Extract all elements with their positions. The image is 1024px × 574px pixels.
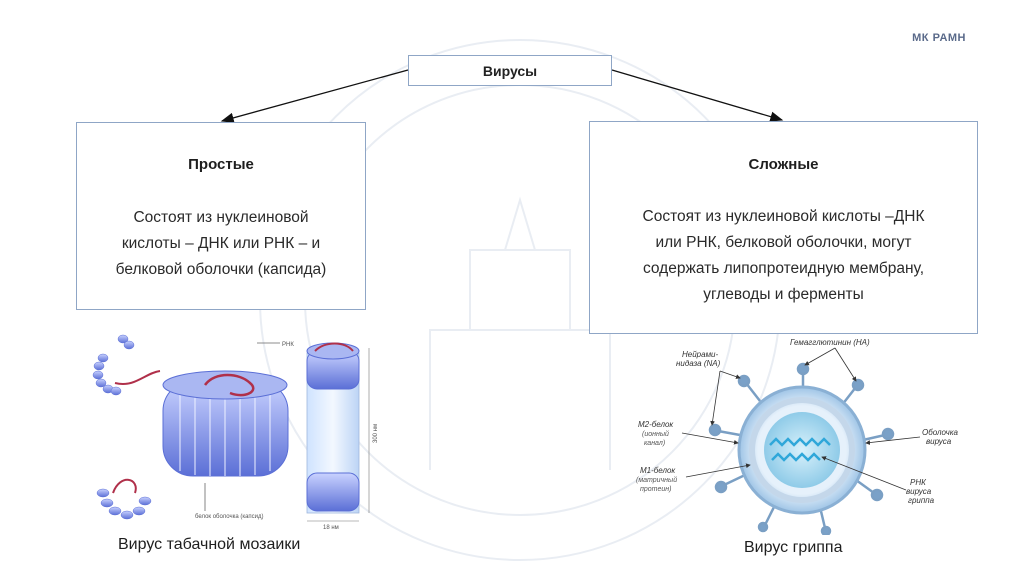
tmv-caption: Вирус табачной мозаики [118,536,301,553]
simple-line-2: кислоты – ДНК или РНК – и [121,235,321,252]
flu-label-m1-1: М1-белок [640,466,676,475]
flu-label-rna-2: вируса [906,487,932,496]
influenza-virus-illustration: Гемагглютинин (HA) Нейрами- нидаза (NA) … [636,338,959,535]
flu-matrix-layer [749,397,855,503]
flu-label-rna-1: РНК [910,478,927,487]
tmv-label-rna: РНК [282,342,294,348]
tmv-rna-strand-1 [114,370,161,385]
complex-line-4: углеводы и ферменты [703,286,864,303]
flu-label-na-1: Нейрами- [682,350,719,359]
flu-label-m1-2: (матричный [636,476,677,484]
root-title: Вирусы [482,62,538,79]
flu-label-na-2: нидаза (NA) [676,359,721,368]
flu-label-m2-2: (ионный [642,430,669,438]
flu-core [764,412,840,488]
tmv-rna-strand-2 [203,373,255,397]
root-node-viruses: Вирусы [408,55,612,86]
flu-label-envelope-1: Оболочка [922,428,959,437]
simple-line-3: белковой оболочки (капсида) [115,261,327,278]
flu-label-m1-3: протеин) [640,486,671,493]
flu-label-envelope-2: вируса [926,437,952,446]
tmv-small-helix [92,334,135,396]
tmv-label-width: 18 нм [323,525,339,531]
complex-viruses-box: Сложные Состоят из нуклеиновой кислоты –… [589,121,978,334]
complex-description: Состоят из нуклеиновой кислоты –ДНК или … [600,204,967,308]
simple-line-1: Состоят из нуклеиновой [133,209,309,226]
flu-spikes [708,362,895,535]
tmv-capsid-disk [162,370,289,477]
complex-line-3: содержать липопротеидную мембрану, [642,260,925,277]
tmv-small-coil [96,488,152,520]
flu-label-m2-1: М2-белок [638,420,674,429]
flu-label-rna-3: гриппа [908,496,935,505]
tmv-rna-strand-3 [314,342,354,352]
complex-line-2: или РНК, белковой оболочки, могут [655,234,912,251]
flu-rna [769,437,831,462]
simple-viruses-box: Простые Состоят из нуклеиновой кислоты –… [76,122,366,310]
complex-title: Сложные [748,156,819,173]
arrow-to-simple [220,69,409,123]
arrow-to-complex [611,69,784,122]
tmv-label-length: 300 нм [373,424,379,443]
flu-label-ha: Гемагглютинин (HA) [790,338,870,347]
tmv-rna-strand-4 [112,478,137,494]
flu-label-m2-3: канал) [644,440,665,447]
brand-label: МК РАМН [912,32,966,44]
tobacco-mosaic-virus-illustration: РНК белок оболочка (капсид) 300 нм 18 нм [92,334,379,531]
simple-description: Состоят из нуклеиновой кислоты – ДНК или… [87,205,355,283]
flu-caption: Вирус гриппа [744,539,843,556]
tmv-label-capsid: белок оболочка (капсид) [195,514,264,520]
simple-title: Простые [188,156,254,173]
tmv-cylinder [306,342,360,514]
complex-line-1: Состоят из нуклеиновой кислоты –ДНК [642,208,925,225]
